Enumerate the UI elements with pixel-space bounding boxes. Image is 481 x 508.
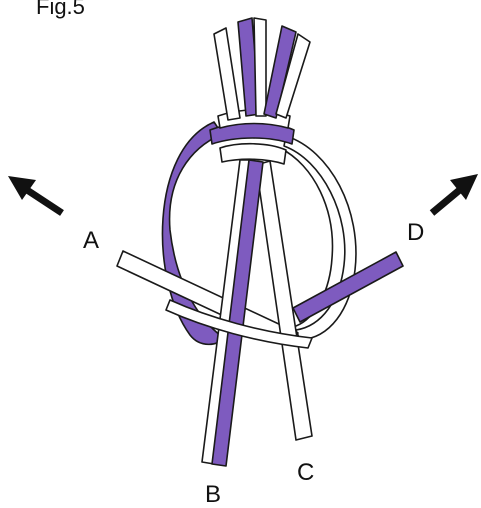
tassel-white-left	[214, 28, 240, 120]
label-a: A	[83, 229, 99, 253]
tassel-white-2	[254, 18, 266, 116]
label-b: B	[205, 483, 221, 507]
arrow-up-right-icon	[432, 174, 478, 213]
figure-title: Fig.5	[36, 0, 85, 18]
arrow-up-left-icon	[8, 176, 62, 213]
strand-c	[256, 161, 312, 440]
label-d: D	[407, 221, 424, 245]
label-c: C	[297, 461, 314, 485]
